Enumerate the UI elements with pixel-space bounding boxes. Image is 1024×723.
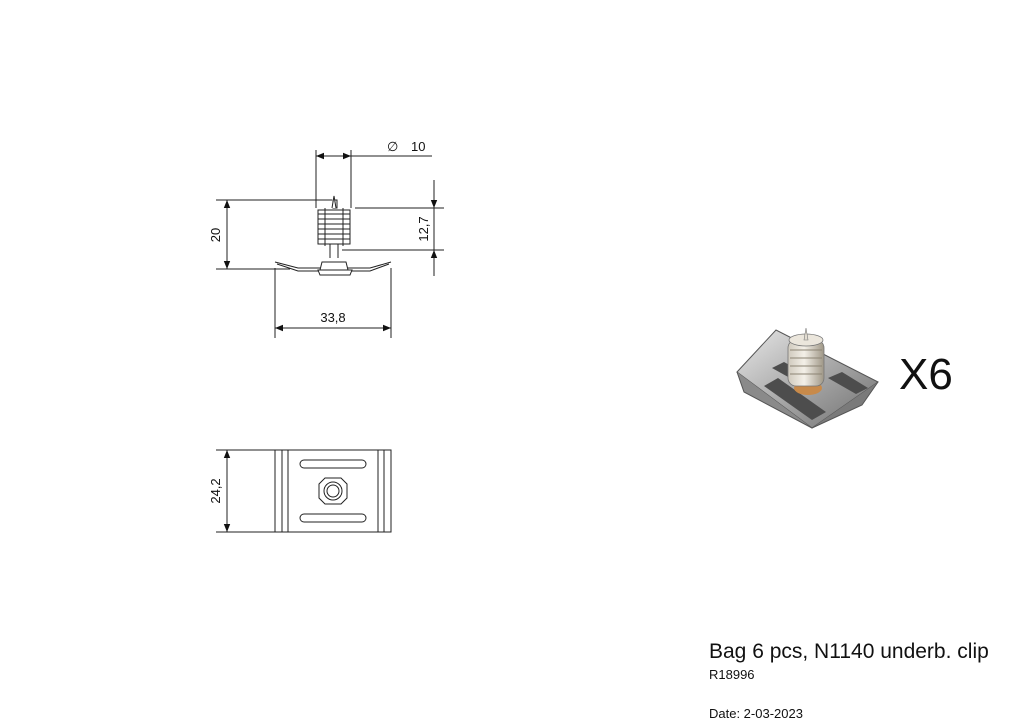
- height-total-label: 20: [208, 228, 223, 242]
- height-pin-label: 12,7: [416, 216, 431, 241]
- quantity-label: X6: [899, 350, 953, 399]
- product-title: Bag 6 pcs, N1140 underb. clip: [709, 640, 989, 663]
- product-code: R18996: [709, 667, 755, 682]
- depth-label: 24,2: [208, 478, 223, 503]
- width-label: 33,8: [320, 310, 345, 325]
- side-view: [216, 150, 444, 338]
- diameter-symbol: ∅: [387, 139, 398, 154]
- top-view: [216, 449, 392, 533]
- product-image: [736, 327, 879, 429]
- product-date: Date: 2-03-2023: [709, 706, 803, 721]
- diameter-value: 10: [411, 139, 425, 154]
